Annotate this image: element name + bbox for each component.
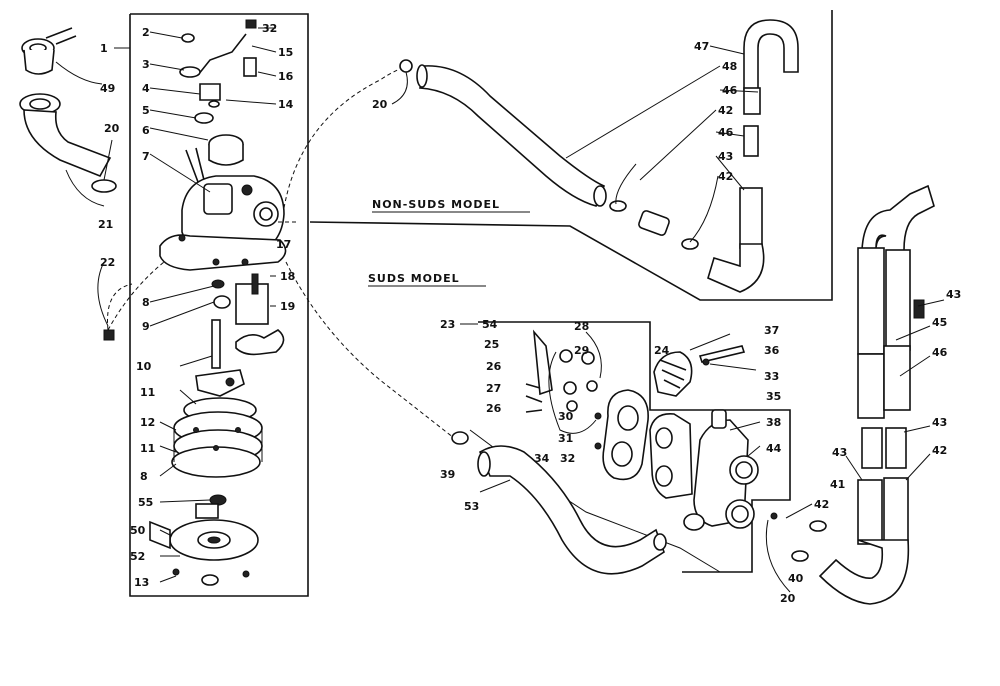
- callout-52: 52: [130, 550, 145, 563]
- callout-54: 54: [482, 318, 498, 331]
- callout-43: 43: [718, 150, 733, 163]
- callout-47: 47: [694, 40, 709, 53]
- callout-9: 9: [142, 320, 150, 333]
- callout-50: 50: [130, 524, 146, 537]
- callout-16: 16: [278, 70, 294, 83]
- callout-11: 11: [140, 386, 155, 399]
- callout-29: 29: [574, 344, 589, 357]
- callout-39: 39: [440, 468, 455, 481]
- callout-20: 20: [372, 98, 388, 111]
- callout-27: 27: [486, 382, 501, 395]
- callout-20: 20: [104, 122, 120, 135]
- callout-11: 11: [140, 442, 155, 455]
- callout-23: 23: [440, 318, 455, 331]
- callout-19: 19: [280, 300, 295, 313]
- callout-2: 2: [142, 26, 150, 39]
- clamp-20-bottom: [451, 431, 469, 445]
- connector-lines: [278, 65, 455, 439]
- left-loose-parts: [19, 27, 165, 341]
- callout-48: 48: [722, 60, 737, 73]
- callout-10: 10: [136, 360, 152, 373]
- callout-12: 12: [140, 416, 155, 429]
- callout-6: 6: [142, 124, 150, 137]
- pump-middle-parts: [195, 273, 285, 397]
- title-suds: SUDS MODEL: [368, 272, 460, 285]
- elbow-43: [818, 539, 910, 605]
- callout-43: 43: [932, 416, 947, 429]
- non-suds-section: [309, 10, 833, 301]
- part-22-screw: [103, 329, 115, 341]
- clamp-20-top: [399, 59, 413, 73]
- callout-25: 25: [484, 338, 499, 351]
- callout-43: 43: [946, 288, 961, 301]
- callout-36: 36: [764, 344, 780, 357]
- callout-22: 22: [100, 256, 115, 269]
- callout-32: 32: [560, 452, 575, 465]
- non-suds-frame: [309, 10, 833, 301]
- pump-housing: [149, 397, 263, 586]
- callout-1: 1: [100, 42, 108, 55]
- callout-37: 37: [764, 324, 779, 337]
- pump-assembly: [114, 13, 309, 597]
- part-21-elbow: [23, 109, 112, 178]
- callout-3: 3: [142, 58, 150, 71]
- callout-44: 44: [766, 442, 782, 455]
- pump-assembly-frame: [129, 13, 309, 597]
- pump-leaders: [149, 27, 277, 583]
- callout-34: 34: [534, 452, 550, 465]
- callout-46: 46: [718, 126, 734, 139]
- callout-30: 30: [558, 410, 574, 423]
- callout-53: 53: [464, 500, 479, 513]
- callout-42: 42: [814, 498, 829, 511]
- callout-13: 13: [134, 576, 149, 589]
- callout-45: 45: [932, 316, 947, 329]
- hose-39: [478, 445, 665, 575]
- callout-35: 35: [766, 390, 781, 403]
- pump-body: [159, 175, 287, 271]
- callout-31: 31: [558, 432, 573, 445]
- callout-7: 7: [142, 150, 150, 163]
- connector-46: [743, 125, 759, 157]
- pipe-47: [743, 19, 799, 91]
- part-20-clamp: [91, 179, 117, 193]
- callout-5: 5: [142, 104, 150, 117]
- callout-32: 32: [262, 22, 277, 35]
- callout-26: 26: [486, 402, 502, 415]
- elbow-42: [707, 243, 765, 293]
- callout-18: 18: [280, 270, 295, 283]
- clip-44: [913, 299, 925, 319]
- callout-42: 42: [718, 170, 733, 183]
- callout-20: 20: [780, 592, 796, 605]
- hose-48: [419, 65, 606, 207]
- pump-top-parts: [179, 19, 257, 183]
- callout-42: 42: [718, 104, 733, 117]
- section-titles: NON-SUDS MODEL SUDS MODEL: [368, 198, 530, 287]
- callout-17: 17: [276, 238, 291, 251]
- callout-26: 26: [486, 360, 502, 373]
- callout-28: 28: [574, 320, 589, 333]
- callout-40: 40: [788, 572, 804, 585]
- callout-14: 14: [278, 98, 294, 111]
- callout-24: 24: [654, 344, 670, 357]
- callout-8: 8: [142, 296, 150, 309]
- callout-21: 21: [98, 218, 113, 231]
- callout-42: 42: [932, 444, 947, 457]
- suds-section: [451, 184, 945, 605]
- callout-49: 49: [100, 82, 115, 95]
- callout-33: 33: [764, 370, 779, 383]
- solenoid-34: [653, 351, 693, 397]
- callout-15: 15: [278, 46, 293, 59]
- title-non-suds: NON-SUDS MODEL: [372, 198, 500, 211]
- callout-8: 8: [140, 470, 148, 483]
- callout-46: 46: [722, 84, 738, 97]
- suds-frame: [478, 321, 791, 573]
- callout-41: 41: [830, 478, 845, 491]
- callout-4: 4: [142, 82, 150, 95]
- callout-46: 46: [932, 346, 948, 359]
- callout-55: 55: [138, 496, 153, 509]
- callout-43: 43: [832, 446, 847, 459]
- callout-38: 38: [766, 416, 781, 429]
